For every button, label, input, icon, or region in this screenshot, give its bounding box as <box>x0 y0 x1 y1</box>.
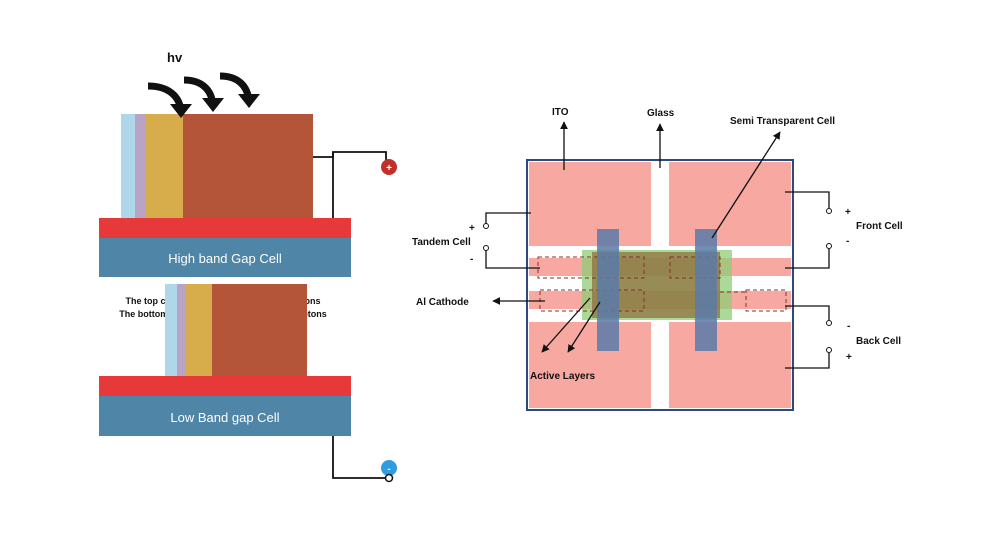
back-cell-label: Back Cell <box>856 336 901 347</box>
top-cell-label: High band Gap Cell <box>168 251 282 266</box>
ito-pad-bottom-right <box>669 322 791 408</box>
circuit-wire-top <box>313 151 387 160</box>
top-yellow-layer <box>145 114 183 220</box>
negative-terminal-dot <box>381 460 397 476</box>
tandem-node-bottom <box>483 245 489 251</box>
bottom-absorber-layer <box>212 284 307 378</box>
photon-arrows <box>147 72 260 118</box>
semi-transparent-arrow <box>711 131 781 239</box>
negative-terminal-sign: - <box>387 464 390 475</box>
front-cell-label: Front Cell <box>856 221 903 232</box>
photon-arrowhead-1 <box>170 104 192 118</box>
active-layers-label: Active Layers <box>530 371 595 382</box>
dashed-region-4 <box>745 289 787 312</box>
tandem-wire-top <box>485 212 531 224</box>
tandem-minus: - <box>470 254 473 265</box>
front-node-bottom <box>826 243 832 249</box>
bottom-yellow-layer <box>185 284 212 378</box>
back-node-top <box>826 320 832 326</box>
cathode-bar-left <box>597 229 619 351</box>
bottom-violet-layer <box>177 284 185 378</box>
tandem-label: Tandem Cell <box>412 237 471 248</box>
right-diagram: ITO Glass Semi Transparent Cell + Tandem… <box>412 107 903 411</box>
photon-arrowhead-2 <box>202 98 224 112</box>
circuit-wire-bottom <box>332 436 386 479</box>
bottom-cell-block <box>99 396 351 436</box>
ito-label: ITO <box>552 107 569 118</box>
front-node-top <box>826 208 832 214</box>
top-red-layer <box>99 218 351 238</box>
back-minus: - <box>847 321 850 332</box>
ito-pad-top-right <box>669 162 791 246</box>
back-plus: + <box>846 352 852 363</box>
back-node-bottom <box>826 347 832 353</box>
glass-label: Glass <box>647 108 675 119</box>
photon-label: hv <box>167 50 183 65</box>
al-cathode-label: Al Cathode <box>416 297 469 308</box>
dashed-region-1 <box>537 256 645 279</box>
left-diagram: hv High band Gap Cell The top cell absor… <box>99 50 397 483</box>
bottom-cell-label: Low Band gap Cell <box>170 410 279 425</box>
back-wire-bottom <box>785 353 830 369</box>
ito-pad-bottom-left <box>529 322 651 408</box>
bottom-wire-end <box>384 473 394 483</box>
semi-transparent-label: Semi Transparent Cell <box>730 116 835 127</box>
back-wire-top <box>785 305 830 320</box>
front-wire-top <box>785 191 830 208</box>
tandem-node-top <box>483 223 489 229</box>
bottom-light-blue-layer <box>165 284 177 378</box>
cathode-bar-right <box>695 229 717 351</box>
ito-pad-top-left <box>529 162 651 246</box>
front-minus: - <box>846 236 849 247</box>
top-cell-block <box>99 238 351 277</box>
front-plus: + <box>845 207 851 218</box>
top-violet-layer <box>135 114 145 220</box>
tandem-plus: + <box>469 223 475 234</box>
active-layers-arrow-1 <box>541 297 591 353</box>
front-wire-bottom <box>785 249 830 269</box>
top-absorber-layer <box>183 114 313 220</box>
active-layers-arrow-2 <box>567 301 601 353</box>
positive-terminal-dot <box>381 159 397 175</box>
photon-arrowhead-3 <box>238 94 260 108</box>
tandem-wire-bottom <box>485 250 540 269</box>
bottom-red-layer <box>99 376 351 396</box>
positive-terminal-sign: + <box>386 163 392 174</box>
top-light-blue-layer <box>121 114 135 220</box>
